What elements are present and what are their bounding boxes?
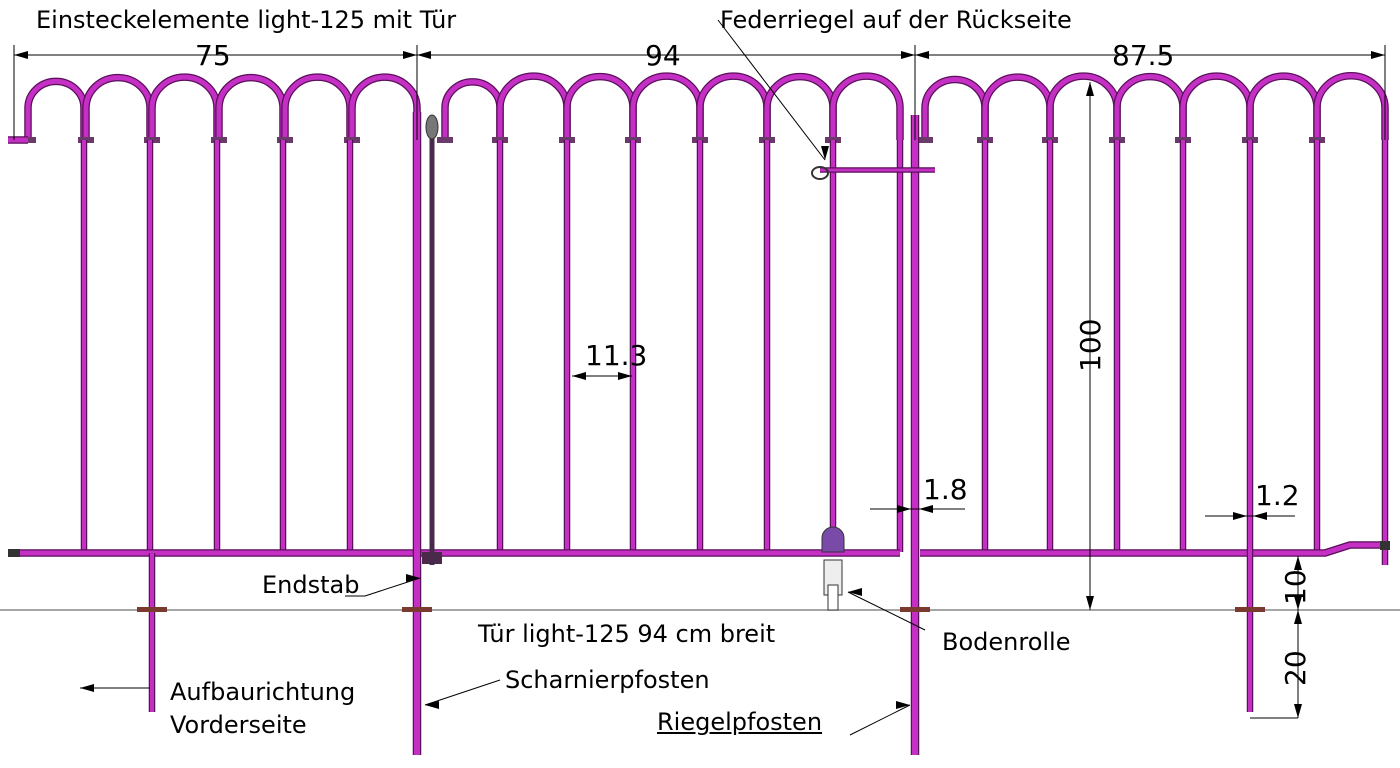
dim-door-width: 94 xyxy=(645,39,681,72)
label-floor-roller: Bodenrolle xyxy=(942,628,1071,656)
dim-arrow xyxy=(1294,596,1302,610)
leader-arrow xyxy=(406,574,420,582)
dim-bar-diameter: 1.2 xyxy=(1255,479,1300,512)
leader-roller xyxy=(847,591,926,631)
arch-left xyxy=(282,74,353,140)
rail-end-cap xyxy=(8,549,20,557)
arch-right xyxy=(922,77,988,140)
arch-door xyxy=(697,73,770,140)
leader-hinge-post xyxy=(424,679,501,706)
dim-height: 100 xyxy=(1074,318,1107,372)
dim-bar-spacing: 11.3 xyxy=(585,339,648,372)
roller-wheel xyxy=(827,584,839,611)
arch-right xyxy=(1180,73,1253,140)
arch-left xyxy=(216,75,286,140)
hinge-bracket xyxy=(422,552,442,564)
label-front-side: Vorderseite xyxy=(170,711,307,739)
dim-arrow xyxy=(897,505,911,513)
leader-arrow xyxy=(80,684,94,692)
arch-door xyxy=(442,79,503,140)
arch-door xyxy=(497,73,570,140)
dim-arrow xyxy=(915,51,929,59)
rail-end-cap xyxy=(1380,541,1390,550)
arch-right xyxy=(1247,73,1320,140)
dim-left-width: 75 xyxy=(195,39,231,72)
arch-right xyxy=(982,74,1053,140)
label-spring-latch: Federriegel auf der Rückseite xyxy=(720,6,1072,34)
arch-door-clip xyxy=(437,137,453,143)
dim-arrow xyxy=(901,51,915,59)
dim-right-width: 87.5 xyxy=(1112,39,1175,72)
dim-arrow xyxy=(1086,596,1094,610)
dim-arrow xyxy=(1371,51,1385,59)
leader-latch-post xyxy=(849,704,911,736)
label-build-direction: Aufbaurichtung xyxy=(170,678,356,706)
label-hinge-post: Scharnierpfosten xyxy=(505,666,710,694)
arch-right-clip xyxy=(917,137,933,143)
arch-left xyxy=(349,74,420,140)
label-end-bar: Endstab xyxy=(262,571,360,599)
dim-post-diameter: 1.8 xyxy=(923,473,968,506)
arch-door xyxy=(764,74,836,140)
post-ground-plate xyxy=(900,607,930,612)
post-ground-plate xyxy=(402,607,432,612)
leader-arrow xyxy=(896,701,910,709)
post-ground-plate xyxy=(1235,607,1265,612)
bottom-rail-right xyxy=(920,542,1385,556)
arch-door xyxy=(564,74,636,140)
dim-arrow xyxy=(919,505,933,513)
post-ground-plate xyxy=(137,607,167,612)
latch-handle-icon xyxy=(811,166,829,180)
dim-arrow xyxy=(14,51,28,59)
dim-arrow xyxy=(417,51,431,59)
dim-arrow xyxy=(1253,512,1267,520)
roller-mount xyxy=(821,526,845,553)
dim-arrow xyxy=(403,51,417,59)
dim-arrow xyxy=(1294,556,1302,570)
dim-post-depth: 20 xyxy=(1279,650,1312,686)
label-door: Tür light-125 94 cm breit xyxy=(478,620,776,648)
drawing-title: Einsteckelemente light-125 mit Tür xyxy=(36,6,457,34)
leader-spring-latch xyxy=(717,19,826,161)
arch-door xyxy=(630,73,703,140)
leader-arrow xyxy=(821,146,829,160)
arch-right xyxy=(1314,73,1388,140)
label-latch-post: Riegelpfosten xyxy=(657,708,823,736)
arch-left xyxy=(83,75,153,140)
leader-end-bar xyxy=(364,577,421,597)
dim-arrow xyxy=(572,372,586,380)
leader-arrow xyxy=(425,701,439,709)
arch-right xyxy=(1114,74,1186,140)
arch-door xyxy=(830,73,903,140)
dim-arrow xyxy=(1294,704,1302,718)
dim-arrow xyxy=(1086,82,1094,96)
leader-arrow xyxy=(848,588,862,596)
hinge-icon xyxy=(425,114,439,140)
arch-left xyxy=(25,78,87,140)
dim-arrow xyxy=(1294,610,1302,624)
dim-arrow xyxy=(1233,512,1247,520)
arch-right xyxy=(1047,73,1120,140)
dim-ground-clearance: 10 xyxy=(1279,569,1312,605)
arch-left xyxy=(149,74,220,140)
dim-arrow xyxy=(618,372,632,380)
